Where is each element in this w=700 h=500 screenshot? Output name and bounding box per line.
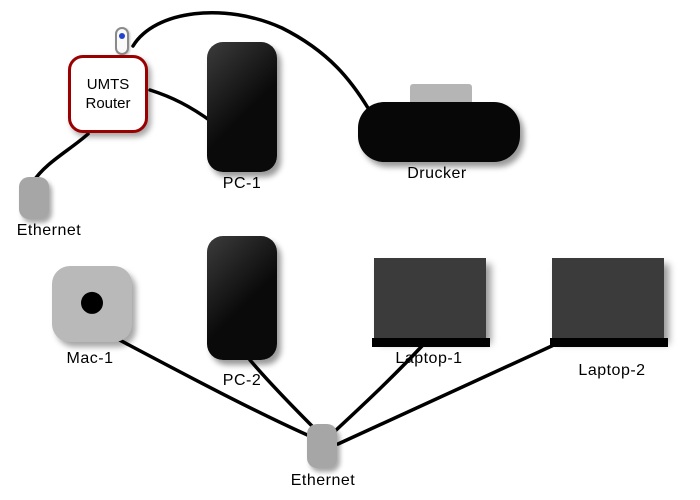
node-ethernet-top [19,177,49,219]
node-umts-router: UMTS Router [68,55,148,133]
router-antenna-icon [115,27,129,55]
node-label-ethernet-bottom: Ethernet [290,472,356,489]
node-label-pc2: PC-2 [222,372,262,389]
node-drucker [358,102,520,162]
node-pc2 [207,236,277,360]
node-mac1 [52,266,132,342]
laptop-base-icon [550,338,668,347]
node-label-laptop2: Laptop-2 [578,362,646,379]
node-label-laptop1: Laptop-1 [395,350,463,367]
node-laptop2 [550,258,668,347]
node-laptop1 [372,258,490,347]
edge-umts-router-to-ethernet-top [31,132,90,184]
antenna-led-icon [119,33,125,39]
node-label-mac1: Mac-1 [66,350,114,367]
edge-laptop2-to-ethernet-bottom [336,342,558,446]
node-label-ethernet-top: Ethernet [16,222,82,239]
edge-laptop1-to-ethernet-bottom [332,344,424,434]
edge-umts-router-to-drucker [131,11,370,110]
node-label-drucker: Drucker [407,165,467,182]
edge-umts-router-to-pc1 [148,88,214,124]
mac-camera-dot-icon [81,291,103,314]
edge-pc2-to-ethernet-bottom [248,358,318,432]
edge-mac1-to-ethernet-bottom [110,334,316,440]
node-label-pc1: PC-1 [222,175,262,192]
node-ethernet-bottom [307,424,337,468]
node-pc1 [207,42,277,172]
laptop-base-icon [372,338,490,347]
node-label-umts-router: UMTS Router [85,75,131,113]
